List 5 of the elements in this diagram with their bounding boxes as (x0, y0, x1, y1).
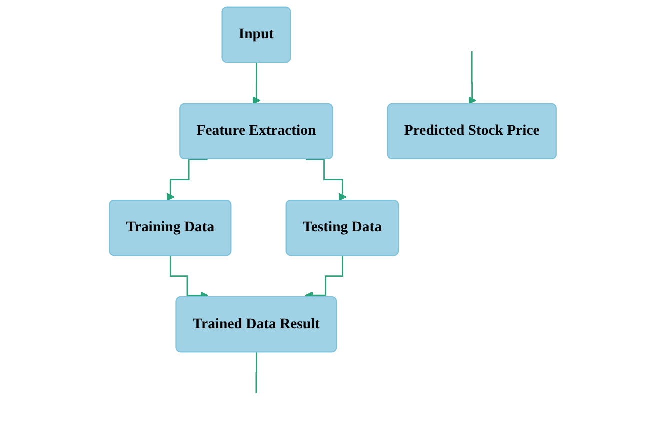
arrow (166, 158, 208, 202)
arrow (252, 62, 261, 105)
arrow (306, 158, 347, 202)
arrow (468, 50, 477, 105)
connector (256, 352, 258, 394)
